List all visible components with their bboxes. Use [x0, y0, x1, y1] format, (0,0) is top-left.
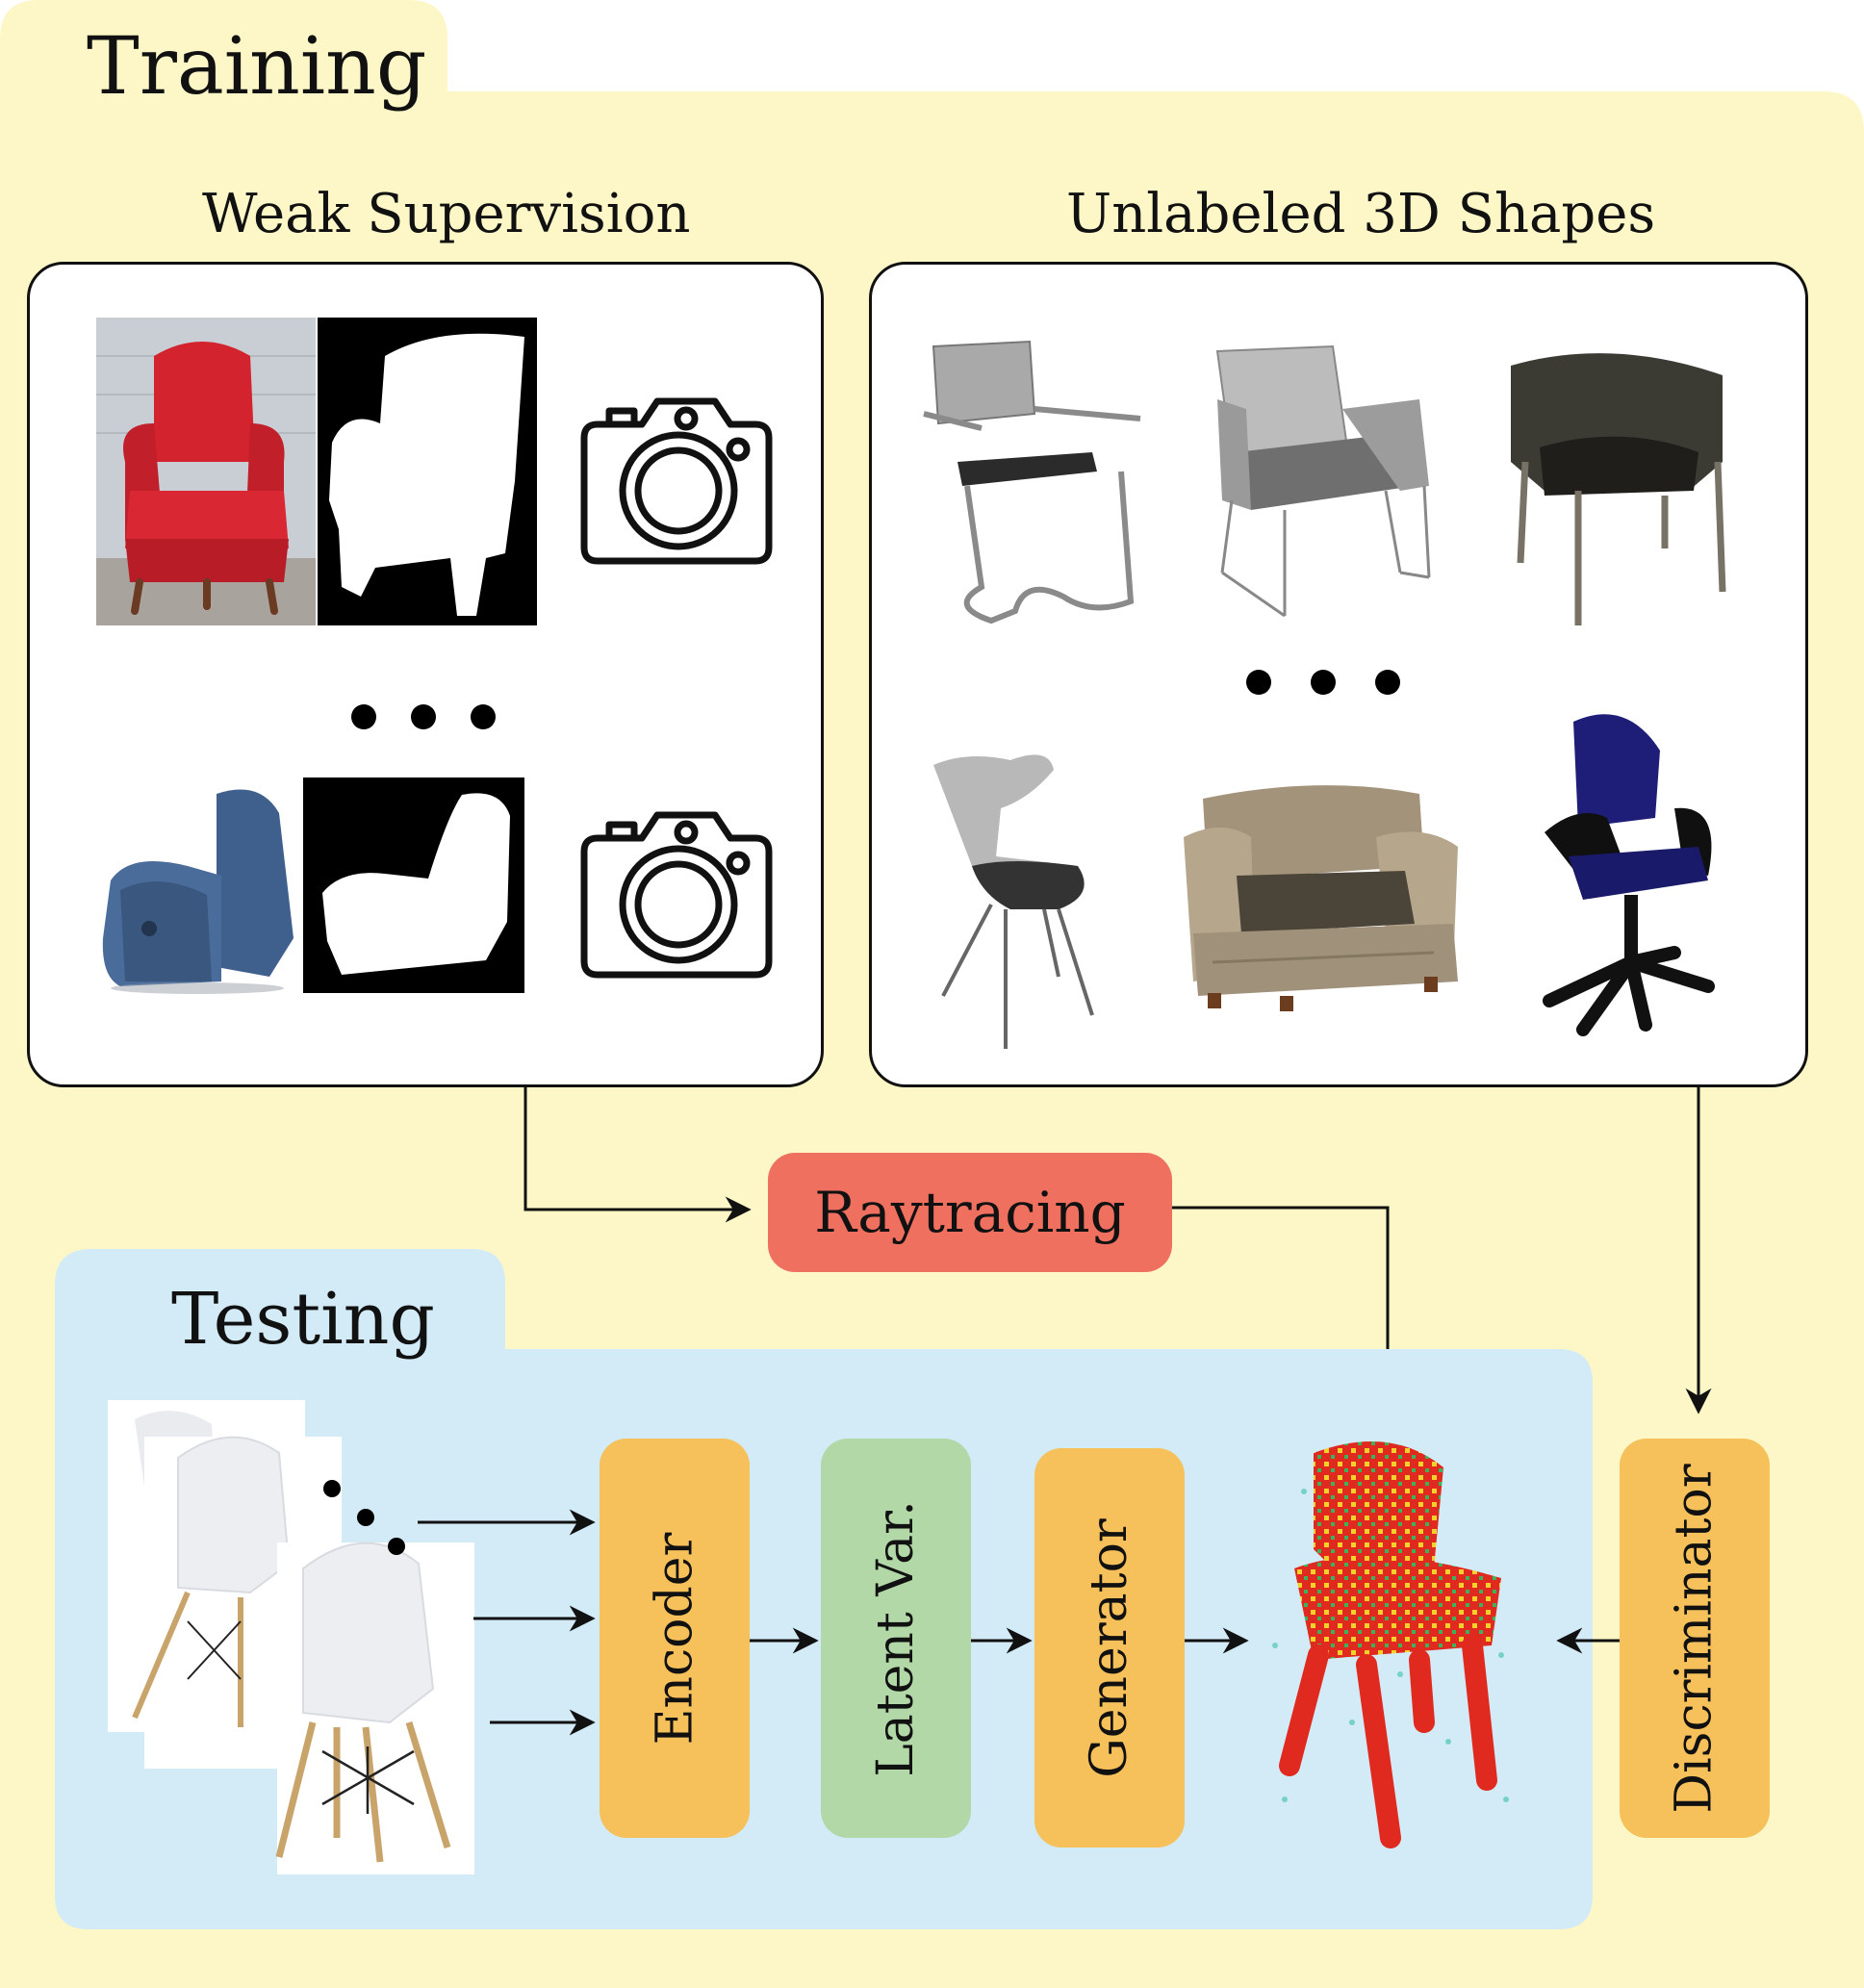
chair-render-3	[1511, 353, 1726, 625]
encoder-box: Encoder	[600, 1439, 750, 1838]
raytracing-label: Raytracing	[814, 1180, 1126, 1245]
chair-render-6	[1543, 714, 1715, 1036]
chair-render-4	[933, 754, 1094, 1049]
chair-render-5	[1184, 785, 1458, 1011]
voxel-chair-output	[1272, 1441, 1509, 1848]
more-dots-icon	[1246, 670, 1400, 695]
weak-supervision-title: Weak Supervision	[202, 183, 691, 245]
more-dots-icon	[351, 704, 496, 729]
training-title: Training	[87, 21, 427, 113]
silhouette-mask-2	[303, 777, 524, 993]
generator-box: Generator	[1034, 1448, 1185, 1848]
unlabeled-shapes-title: Unlabeled 3D Shapes	[1066, 183, 1656, 245]
camera-icon	[580, 397, 773, 565]
chair-photo-blue	[102, 789, 294, 994]
chair-render-1	[923, 340, 1141, 624]
latent-var-box: Latent Var.	[821, 1439, 971, 1838]
discriminator-box: Discriminator	[1620, 1439, 1770, 1838]
testing-title: Testing	[171, 1278, 435, 1361]
camera-icon	[580, 811, 773, 979]
chair-photo-red	[96, 318, 316, 625]
silhouette-mask-1	[318, 318, 537, 625]
chair-render-2	[1215, 344, 1431, 618]
input-chair-photos	[108, 1400, 474, 1874]
raytracing-box: Raytracing	[768, 1153, 1172, 1272]
